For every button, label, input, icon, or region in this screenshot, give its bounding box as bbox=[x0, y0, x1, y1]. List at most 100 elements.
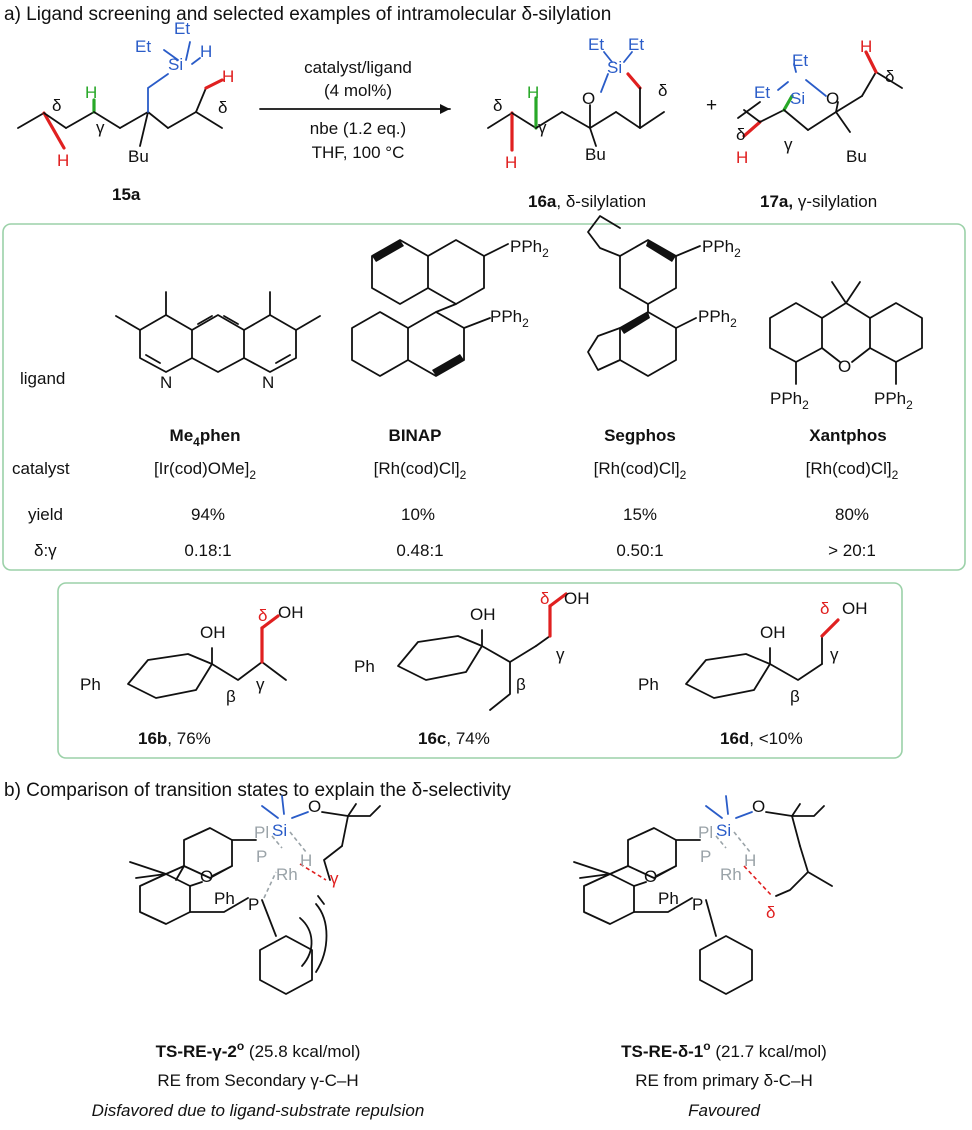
et-group-15a-1: Et bbox=[135, 37, 151, 56]
gamma-label-15a: γ bbox=[96, 118, 105, 137]
rh-label-left: Rh bbox=[276, 865, 298, 884]
ph-group-left: Ph bbox=[214, 889, 235, 908]
et-group-17a-1: Et bbox=[754, 83, 770, 102]
ligand-name-binap: BINAP bbox=[389, 426, 442, 445]
catalyst-cell-4: [Rh(cod)Cl]2 bbox=[806, 459, 899, 482]
product-17a-caption: 17a, γ-silylation bbox=[760, 192, 877, 211]
delta-label-17a-chain: δ bbox=[885, 67, 894, 86]
ts-left-structure bbox=[129, 795, 381, 995]
delta-label-15a-right: δ bbox=[218, 98, 227, 117]
yield-cell-4: 80% bbox=[835, 505, 869, 524]
product-label-16a: 16a bbox=[528, 192, 557, 211]
h-atom-16a-gamma: H bbox=[527, 83, 539, 102]
ts-right-structure bbox=[573, 795, 833, 995]
row-label-selectivity: δ:γ bbox=[34, 541, 57, 560]
row-label-ligand: ligand bbox=[20, 369, 65, 388]
h-atom-17a-far: H bbox=[860, 37, 872, 56]
ph-group-right: Ph bbox=[658, 889, 679, 908]
delta-label-16c: δ bbox=[540, 589, 549, 608]
beta-label-16c: β bbox=[516, 675, 526, 694]
catalyst-cell-3: [Rh(cod)Cl]2 bbox=[594, 459, 687, 482]
pph2-xantphos-2: PPh2 bbox=[874, 389, 913, 412]
binap-structure bbox=[351, 239, 509, 377]
p-atom-right: P bbox=[692, 895, 703, 914]
catalyst-cell-2: [Rh(cod)Cl]2 bbox=[374, 459, 467, 482]
row-label-catalyst: catalyst bbox=[12, 459, 70, 478]
ts-left-note: Disfavored due to ligand-substrate repul… bbox=[92, 1101, 425, 1120]
p-atom-left: P bbox=[248, 895, 259, 914]
row-label-yield: yield bbox=[28, 505, 63, 524]
ph-group-16d: Ph bbox=[638, 675, 659, 694]
gamma-label-16c: γ bbox=[556, 645, 565, 664]
h-atom-15a-far: H bbox=[222, 67, 234, 86]
examples-box bbox=[57, 582, 903, 759]
section-b-title: b) Comparison of transition states to ex… bbox=[4, 780, 511, 801]
ts-right-description: RE from primary δ-C–H bbox=[635, 1071, 813, 1090]
ligand-name-me4phen: Me4phen bbox=[170, 426, 241, 449]
selectivity-cell-2: 0.48:1 bbox=[396, 541, 443, 560]
yield-cell-2: 10% bbox=[401, 505, 435, 524]
structure-16b bbox=[127, 614, 287, 699]
selectivity-cell-1: 0.18:1 bbox=[184, 541, 231, 560]
caption-16c: 16c, 74% bbox=[418, 729, 490, 748]
ts-right-title: TS-RE-δ-1o (21.7 kcal/mol) bbox=[621, 1039, 827, 1061]
selectivity-cell-4: > 20:1 bbox=[828, 541, 876, 560]
product-label-17a: 17a, bbox=[760, 192, 793, 211]
oh-group-16b: OH bbox=[200, 623, 226, 642]
gamma-label-17a: γ bbox=[784, 135, 793, 154]
o-atom-xanth-left: O bbox=[200, 867, 213, 886]
pl-label-right: Pl bbox=[698, 823, 713, 842]
gamma-label-16d: γ bbox=[830, 645, 839, 664]
beta-label-16b: β bbox=[226, 687, 236, 706]
caption-16b: 16b, 76% bbox=[138, 729, 211, 748]
o-atom-17a: O bbox=[826, 89, 839, 108]
o-atom-xantphos: O bbox=[838, 357, 851, 376]
et-group-16a-1: Et bbox=[588, 35, 604, 54]
oh-group-16c-delta: OH bbox=[564, 589, 590, 608]
bu-group-16a: Bu bbox=[585, 145, 606, 164]
xantphos-structure bbox=[769, 281, 923, 385]
pph2-segphos-2: PPh2 bbox=[698, 307, 737, 330]
ligand-name-xantphos: Xantphos bbox=[809, 426, 886, 445]
delta-label-16a-left: δ bbox=[493, 96, 502, 115]
condition-line-3: nbe (1.2 eq.) bbox=[310, 119, 406, 138]
si-atom-17a: Si bbox=[790, 89, 805, 108]
me4phen-structure bbox=[115, 291, 321, 373]
si-atom-right: Si bbox=[716, 821, 731, 840]
n-atom-right: N bbox=[262, 373, 274, 392]
h-atom-17a-delta: H bbox=[736, 148, 748, 167]
product-16a-caption: 16a, δ-silylation bbox=[528, 192, 646, 211]
h-atom-16a-delta: H bbox=[505, 153, 517, 172]
svg-text:17a, γ-silylation: 17a, γ-silylation bbox=[760, 192, 877, 211]
si-atom-15a: Si bbox=[168, 55, 183, 74]
gamma-label-left-ts: γ bbox=[330, 869, 339, 888]
ligand-name-segphos: Segphos bbox=[604, 426, 676, 445]
bu-group-15a: Bu bbox=[128, 147, 149, 166]
ts-left-title: TS-RE-γ-2o (25.8 kcal/mol) bbox=[156, 1039, 361, 1061]
selectivity-cell-3: 0.50:1 bbox=[616, 541, 663, 560]
si-atom-16a: Si bbox=[607, 58, 622, 77]
product-17a-structure bbox=[737, 50, 903, 138]
ligand-table-box bbox=[2, 223, 966, 571]
pph2-binap-1: PPh2 bbox=[510, 237, 549, 260]
o-atom-left: O bbox=[308, 797, 321, 816]
gamma-label-16b: γ bbox=[256, 675, 265, 694]
yield-cell-3: 15% bbox=[623, 505, 657, 524]
p-label-right-grey: P bbox=[700, 847, 711, 866]
o-atom-right: O bbox=[752, 797, 765, 816]
o-atom-16a: O bbox=[582, 89, 595, 108]
h-atom-left: H bbox=[300, 851, 312, 870]
structure-16c bbox=[397, 592, 568, 711]
ph-group-16b: Ph bbox=[80, 675, 101, 694]
h-atom-right: H bbox=[744, 851, 756, 870]
structure-16d bbox=[685, 618, 840, 699]
product-16a-structure bbox=[487, 51, 665, 152]
section-a-title: a) Ligand screening and selected example… bbox=[4, 4, 611, 25]
oh-group-16d-delta: OH bbox=[842, 599, 868, 618]
delta-label-15a-left: δ bbox=[52, 96, 61, 115]
n-atom-left: N bbox=[160, 373, 172, 392]
o-atom-xanth-right: O bbox=[644, 867, 657, 886]
substrate-label-15a: 15a bbox=[112, 185, 141, 204]
rh-label-right: Rh bbox=[720, 865, 742, 884]
